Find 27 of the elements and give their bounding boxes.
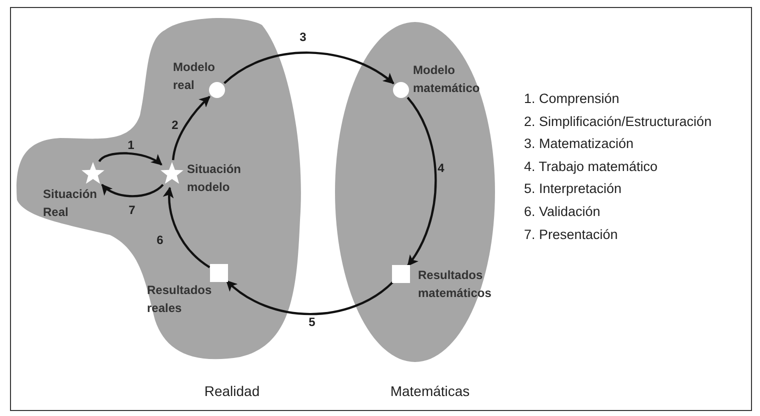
marker-label: Situación Real xyxy=(43,186,98,221)
arrow xyxy=(101,184,164,198)
edge-label: 7 xyxy=(128,203,136,217)
step-list-item: 5. Interpretación xyxy=(524,180,623,198)
step-list-item: 4. Trabajo matemático xyxy=(524,158,659,176)
region-title: Matemáticas xyxy=(390,383,470,399)
arrow xyxy=(172,96,210,160)
marker-label: Modelo matemático xyxy=(413,62,480,97)
step-list-item: 1. Comprensión xyxy=(524,90,620,108)
step-list-item: 2. Simplificación/Estructuración xyxy=(524,112,712,131)
arrow xyxy=(98,152,162,166)
arrow xyxy=(224,52,394,84)
edge-label: 6 xyxy=(156,233,164,247)
edge-label: 4 xyxy=(438,161,444,175)
marker-label: Modelo real xyxy=(173,59,215,94)
arrow xyxy=(406,96,437,266)
edge-label: 1 xyxy=(128,138,134,152)
arrow xyxy=(163,186,210,268)
edge-label: 2 xyxy=(172,118,178,132)
region-title: Realidad xyxy=(204,383,260,399)
marker-label: Situación modelo xyxy=(187,161,242,196)
edge-label: 5 xyxy=(308,315,316,329)
edge-label: 3 xyxy=(300,30,306,44)
arrow xyxy=(226,280,394,316)
step-list-item: 3. Matematización xyxy=(524,135,635,154)
step-list-item: 7. Presentación xyxy=(524,226,619,244)
step-list-item: 6. Validación xyxy=(524,202,602,221)
